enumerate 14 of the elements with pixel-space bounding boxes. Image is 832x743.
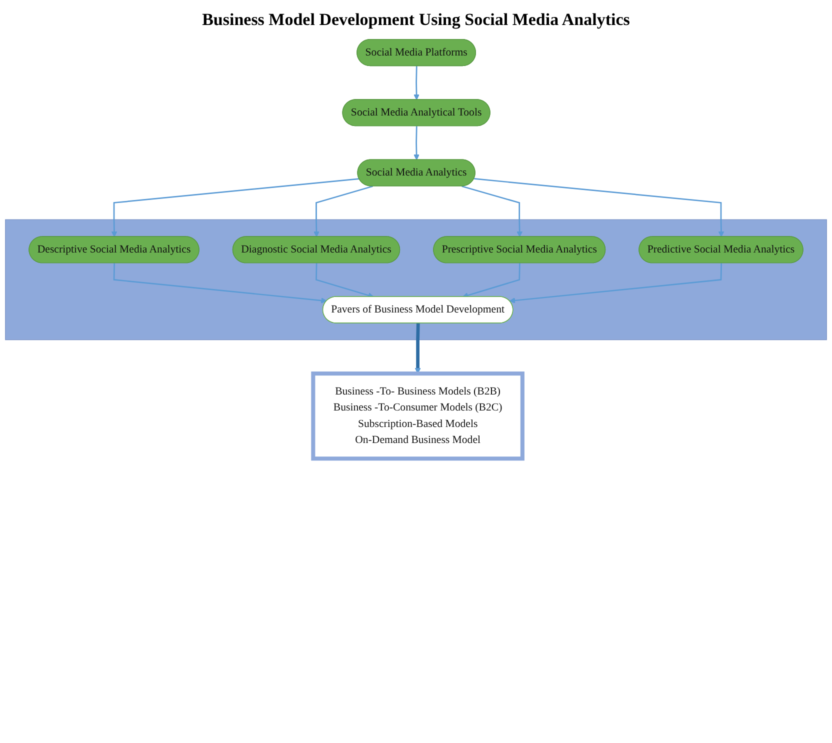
arrow <box>113 263 327 304</box>
arrow <box>462 186 523 238</box>
arrow <box>414 126 420 160</box>
arrow <box>509 263 722 304</box>
arrow <box>414 66 420 100</box>
node-box: Business -To- Business Models (B2B) Business -To-Consumer Models (B2C) Subscription-Based Models On-Demand Business Model <box>311 372 524 461</box>
arrow <box>316 263 374 298</box>
arrow <box>314 186 373 238</box>
arrow <box>111 178 360 238</box>
arrow <box>474 178 724 238</box>
arrow <box>414 323 421 374</box>
arrow <box>462 263 520 298</box>
diagram-title: Business Model Development Using Social Media Analytics <box>201 10 631 30</box>
cluster <box>5 219 827 340</box>
